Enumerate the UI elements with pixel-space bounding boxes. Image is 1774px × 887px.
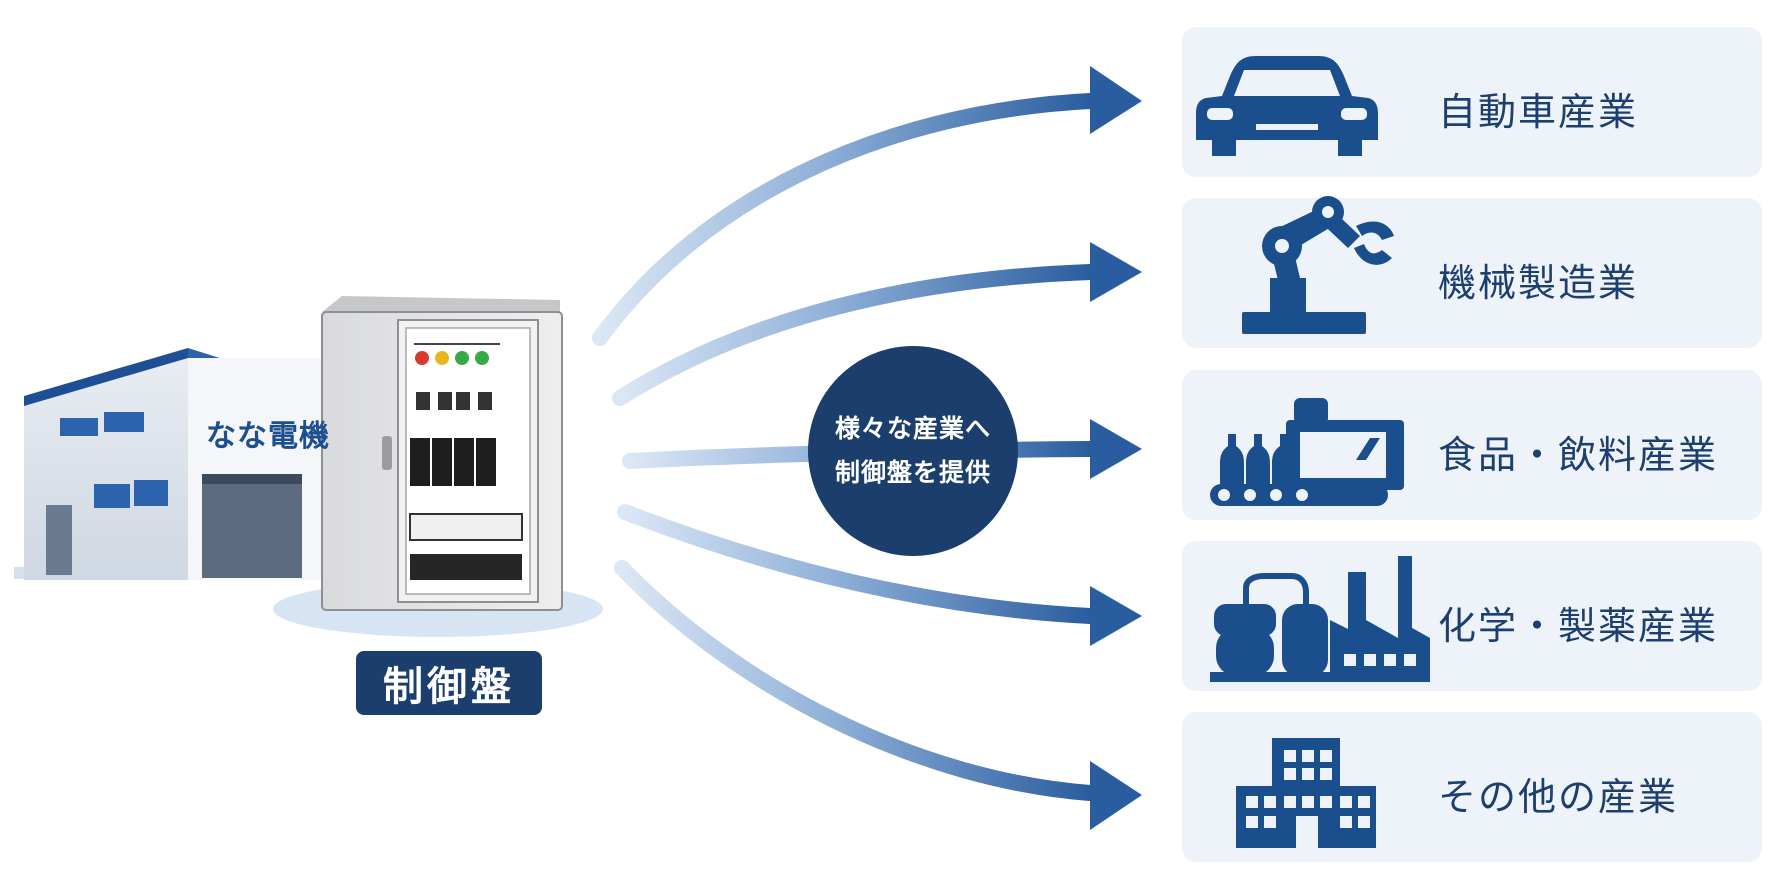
card-machinery [1182, 198, 1762, 348]
company-name: なな電機 [206, 419, 330, 454]
arrow-to-automotive [592, 93, 1098, 346]
arrowhead-chemical [1090, 586, 1142, 646]
center-message-line1: 様々な産業へ [834, 414, 991, 443]
arrowhead-automotive [1090, 66, 1142, 134]
arrow-to-machinery [612, 264, 1098, 406]
arrow-to-other [614, 560, 1098, 801]
factory-building [14, 348, 344, 580]
building-icon [1236, 738, 1376, 848]
arrowhead-other [1090, 761, 1142, 830]
arrowhead-food [1090, 419, 1142, 479]
industry-label-food: 食品・飲料産業 [1438, 433, 1719, 477]
arrow-to-chemical [617, 504, 1098, 624]
industry-label-automotive: 自動車産業 [1438, 90, 1639, 134]
center-message-line2: 制御盤を提供 [834, 458, 991, 487]
industry-label-machinery: 機械製造業 [1438, 261, 1639, 305]
arrowhead-machinery [1090, 242, 1142, 302]
chemical-plant-icon [1210, 556, 1430, 682]
center-message-circle: 様々な産業へ 制御盤を提供 [808, 346, 1018, 556]
control-panel-label: 制御盤 [356, 651, 542, 715]
industry-label-chemical: 化学・製薬産業 [1438, 604, 1719, 648]
arrows [592, 66, 1142, 830]
industry-label-other: その他の産業 [1438, 775, 1679, 819]
food-factory-icon [1210, 398, 1404, 506]
control-panel-cabinet [321, 296, 563, 611]
car-icon [1196, 56, 1378, 156]
robot-arm-icon [1242, 196, 1394, 334]
